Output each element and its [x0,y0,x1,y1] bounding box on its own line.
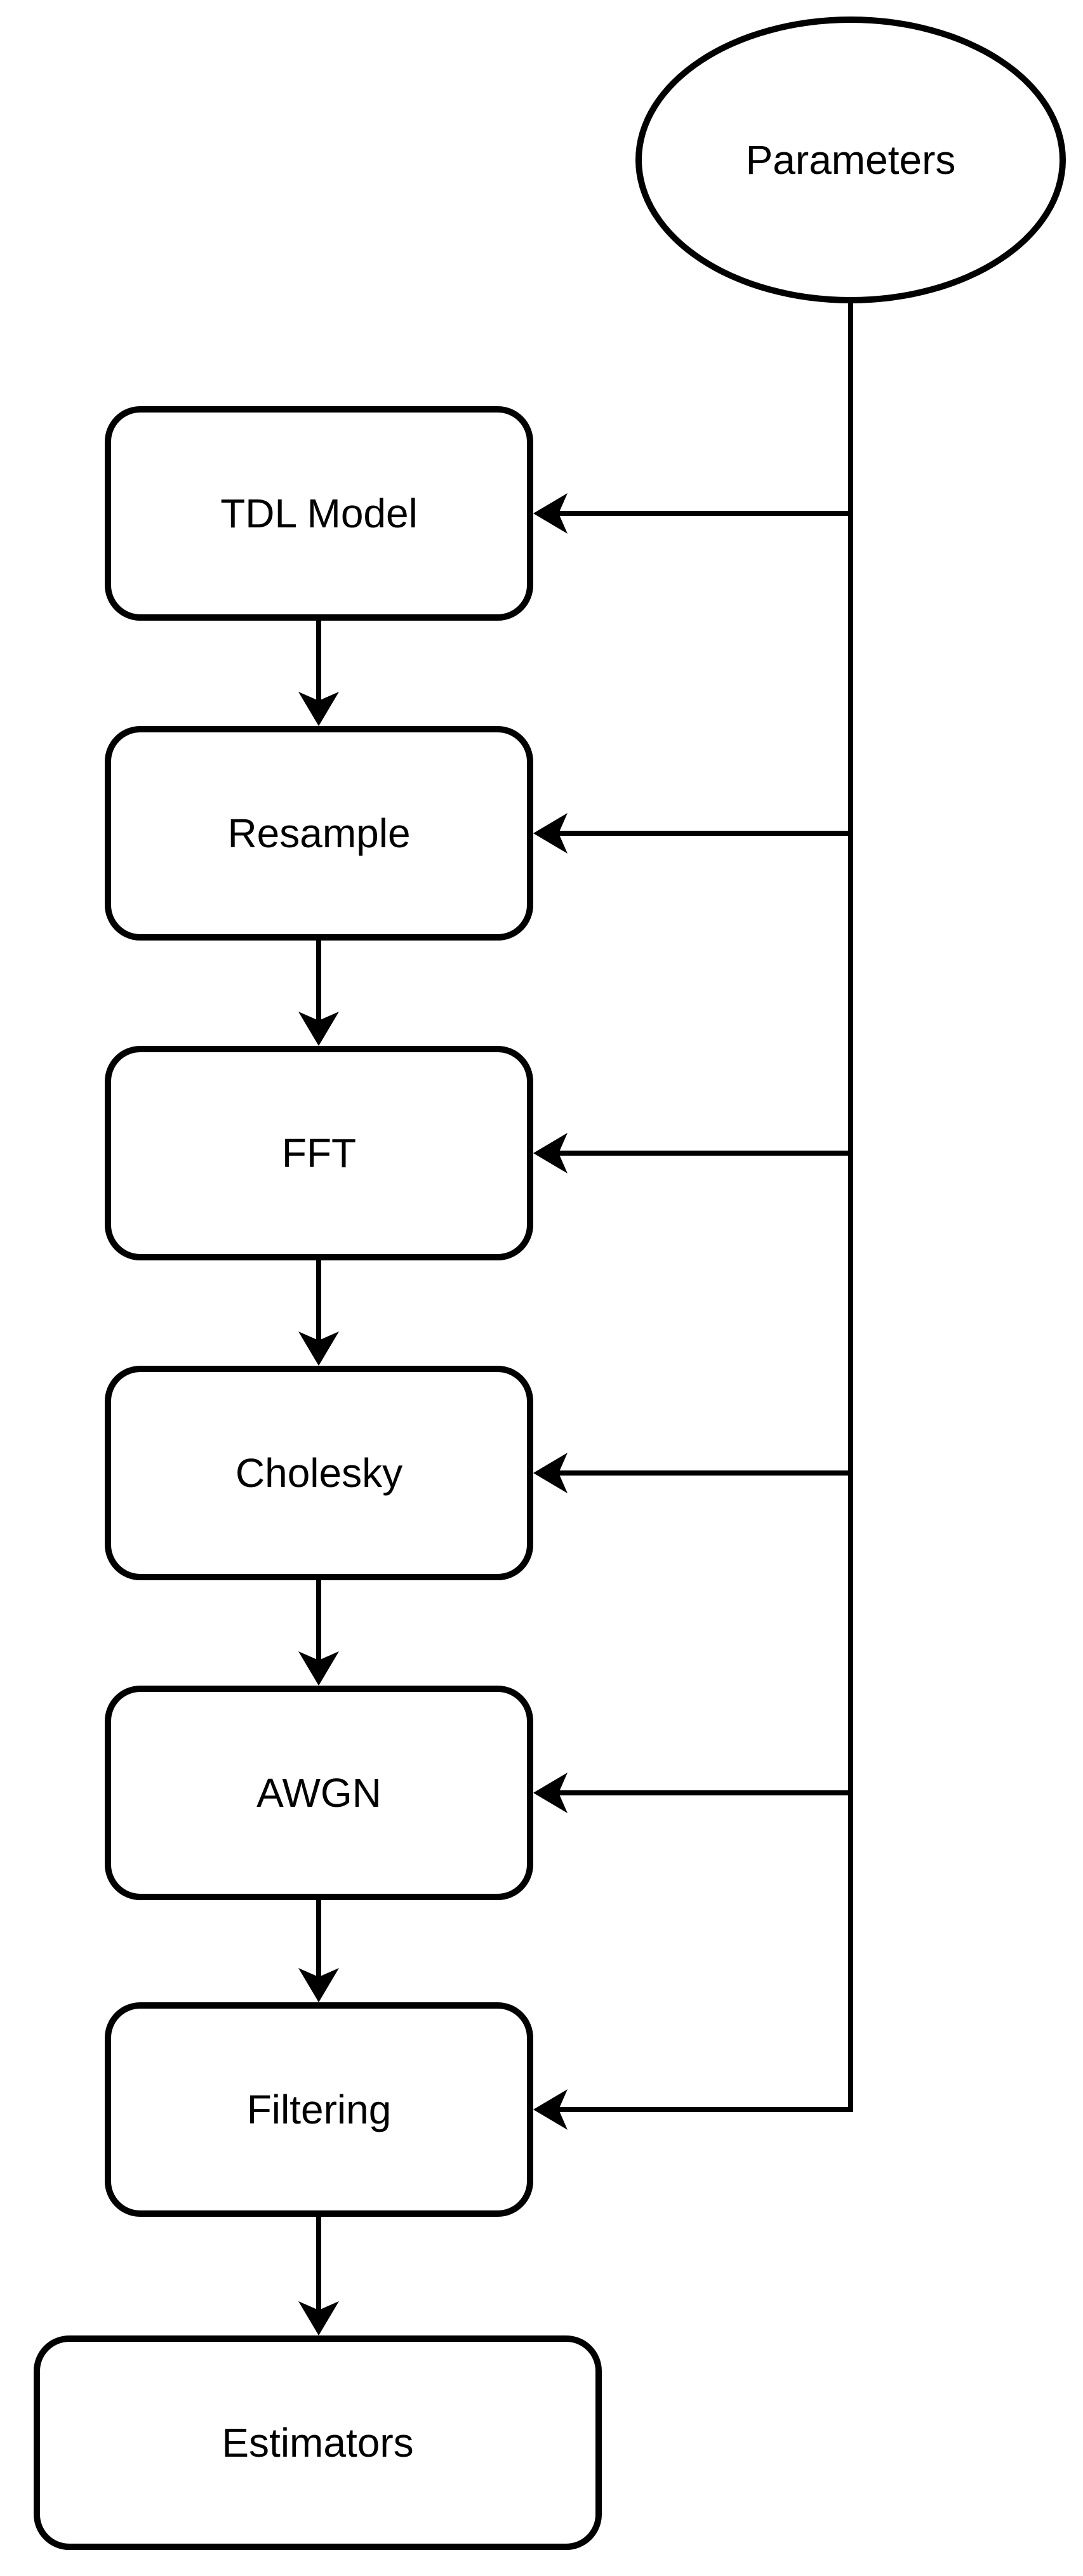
arrowhead-down-icon [298,2301,339,2335]
edge-filtering-to-estimators-line [316,2217,321,2310]
node-parameters-label: Parameters [745,136,956,183]
node-awgn-label: AWGN [256,1769,382,1816]
arrowhead-left-icon [533,813,568,854]
node-estimators-label: Estimators [222,2419,414,2466]
node-resample: Resample [105,726,533,941]
node-filtering: Filtering [105,2002,533,2217]
arrowhead-down-icon [298,1012,339,1046]
edge-parameters-trunk-line [848,303,853,2112]
arrowhead-down-icon [298,1331,339,1366]
node-tdl-model-label: TDL Model [220,490,418,536]
node-awgn: AWGN [105,1686,533,1900]
arrowhead-down-icon [298,692,339,726]
edge-cholesky-to-awgn-line [316,1580,321,1660]
node-fft: FFT [105,1046,533,1260]
edge-tdl-model-to-resample-line [316,621,321,701]
edge-parameters-to-awgn-line [559,1790,853,1795]
arrowhead-left-icon [533,1773,568,1813]
arrowhead-left-icon [533,493,568,534]
node-tdl-model: TDL Model [105,406,533,621]
arrowhead-left-icon [533,1453,568,1493]
edge-parameters-to-filtering-line [559,2107,853,2112]
node-resample-label: Resample [227,810,411,856]
arrowhead-left-icon [533,2089,568,2130]
arrowhead-down-icon [298,1968,339,2002]
node-fft-label: FFT [281,1130,357,1176]
edge-parameters-to-cholesky-line [559,1470,853,1476]
arrowhead-left-icon [533,1133,568,1173]
node-cholesky-label: Cholesky [235,1450,403,1496]
edge-parameters-to-tdl-model-line [559,511,853,516]
arrowhead-down-icon [298,1651,339,1686]
node-estimators: Estimators [34,2335,602,2550]
edge-parameters-to-resample-line [559,831,853,836]
edge-resample-to-fft-line [316,941,321,1020]
edge-parameters-to-fft-line [559,1151,853,1156]
edge-fft-to-cholesky-line [316,1260,321,1340]
node-filtering-label: Filtering [246,2086,392,2132]
node-parameters: Parameters [635,17,1066,303]
edge-awgn-to-filtering-line [316,1900,321,1977]
node-cholesky: Cholesky [105,1366,533,1580]
